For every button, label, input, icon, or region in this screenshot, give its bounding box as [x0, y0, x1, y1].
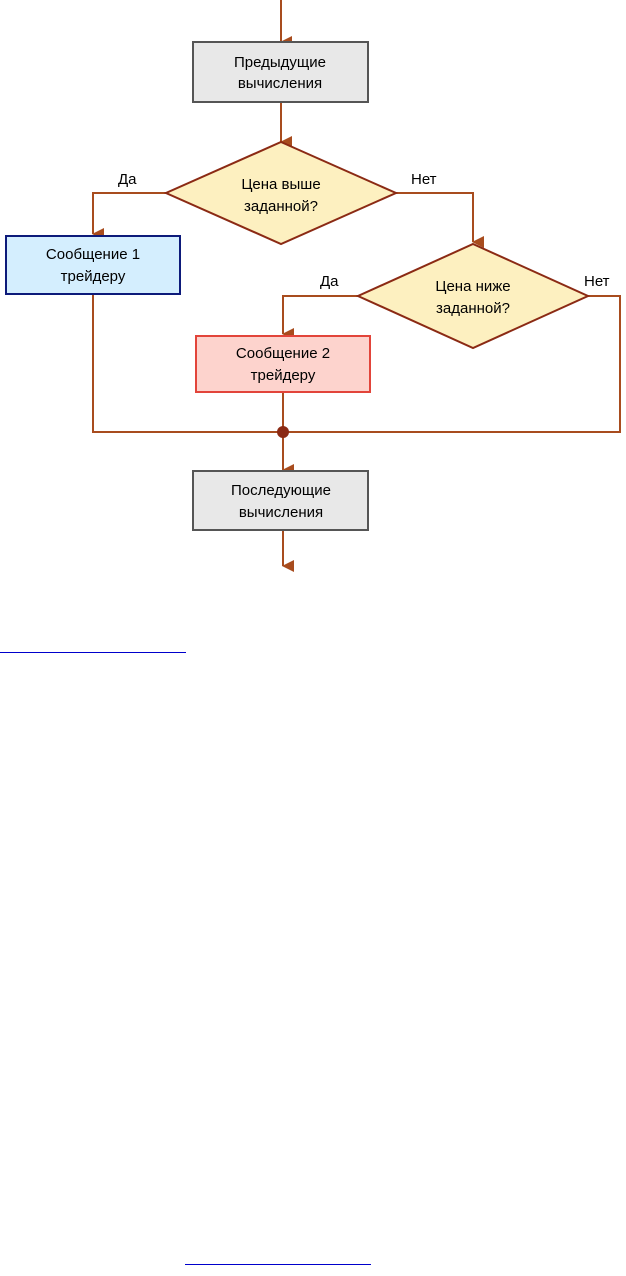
decision-below-line1: Цена ниже [435, 278, 510, 295]
separator-line [0, 652, 186, 653]
message-2: Сообщение 2 трейдеру [196, 336, 370, 392]
process-next-line2: вычисления [239, 504, 323, 521]
message-2-line2: трейдеру [251, 367, 316, 384]
label-above-yes: Да [118, 171, 137, 188]
flowchart: Предыдущие вычисления Цена выше заданной… [0, 0, 626, 580]
process-previous-line1: Предыдущие [234, 54, 326, 71]
edge-above-no [396, 193, 473, 242]
separator-line [185, 1264, 371, 1265]
decision-price-below: Цена ниже заданной? [358, 244, 588, 348]
merge-point [277, 426, 289, 438]
edge-below-yes [283, 296, 358, 334]
process-previous: Предыдущие вычисления [193, 42, 368, 102]
decision-above-line1: Цена выше [241, 176, 320, 193]
message-1-line1: Сообщение 1 [46, 246, 140, 263]
process-next: Последующие вычисления [193, 471, 368, 530]
decision-below-line2: заданной? [436, 300, 510, 317]
message-1: Сообщение 1 трейдеру [6, 236, 180, 294]
decision-price-above: Цена выше заданной? [166, 142, 396, 244]
message-1-line2: трейдеру [61, 268, 126, 285]
message-2-line1: Сообщение 2 [236, 345, 330, 362]
label-below-yes: Да [320, 273, 339, 290]
decision-above-line2: заданной? [244, 198, 318, 215]
process-next-line1: Последующие [231, 482, 331, 499]
label-above-no: Нет [411, 171, 437, 188]
label-below-no: Нет [584, 273, 610, 290]
process-previous-line2: вычисления [238, 75, 322, 92]
edge-above-yes [93, 193, 166, 234]
